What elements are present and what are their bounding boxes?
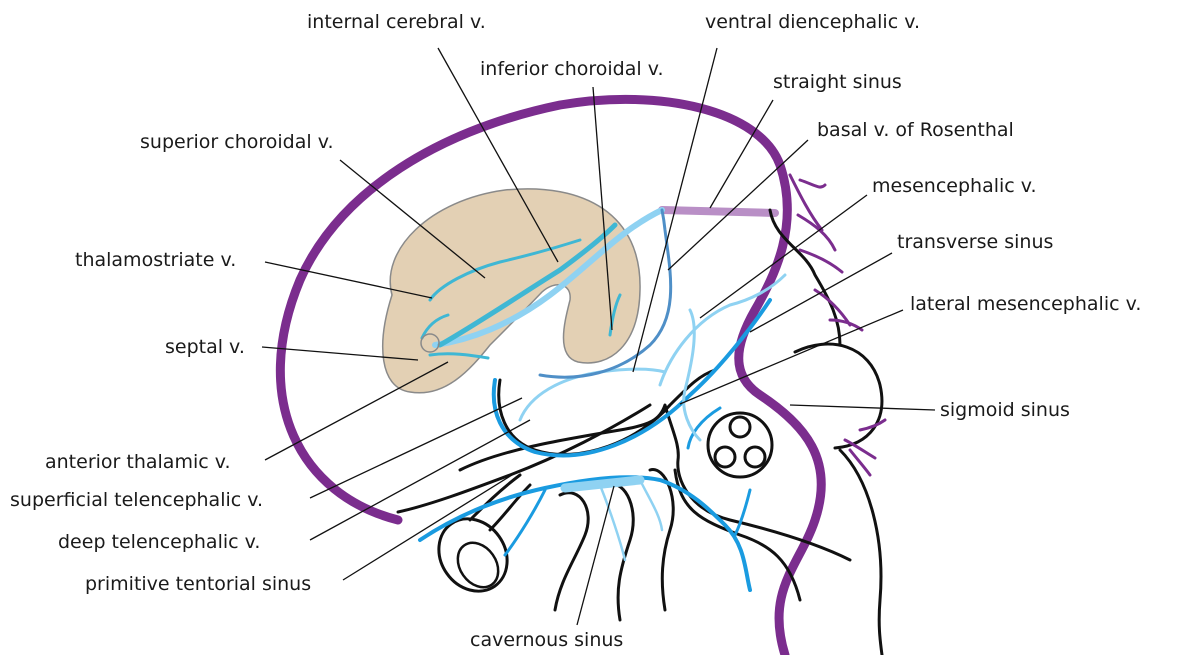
label-straight-sinus: straight sinus: [773, 71, 902, 93]
label-sigmoid-sinus: sigmoid sinus: [940, 399, 1070, 421]
label-thalamostriate: thalamostriate v.: [75, 249, 236, 271]
label-superficial-telencephalic: superficial telencephalic v.: [10, 489, 263, 511]
straight-sinus: [662, 210, 775, 213]
label-septal: septal v.: [165, 336, 245, 358]
label-basal-rosenthal: basal v. of Rosenthal: [817, 119, 1014, 141]
label-transverse-sinus: transverse sinus: [897, 231, 1053, 253]
otic-vesicles: [708, 413, 772, 477]
lateral-mesencephalic-v: [684, 310, 700, 440]
label-deep-telencephalic: deep telencephalic v.: [58, 531, 260, 553]
thalamus-shape: [383, 189, 640, 393]
label-primitive-tentorial: primitive tentorial sinus: [85, 573, 311, 595]
label-cavernous-sinus: cavernous sinus: [470, 629, 623, 651]
label-superior-choroidal: superior choroidal v.: [140, 131, 334, 153]
label-ventral-diencephalic: ventral diencephalic v.: [705, 11, 920, 33]
leader-primitive-tentorial: [343, 475, 512, 580]
diencephalon-outline: [499, 370, 715, 454]
brainstem-outline: [840, 450, 882, 655]
pharyngeal-outline-2: [610, 484, 633, 620]
mesencephalic-v: [660, 275, 785, 385]
pharyngeal-outline-1: [555, 493, 588, 610]
leader-lateral-mesencephalic: [680, 310, 903, 404]
label-internal-cerebral: internal cerebral v.: [307, 11, 486, 33]
leader-sigmoid-sinus: [790, 405, 935, 410]
pharyngeal-outline-3: [650, 470, 673, 610]
label-anterior-thalamic: anterior thalamic v.: [45, 451, 231, 473]
cavernous-branches: [600, 480, 662, 560]
eye-vessel: [505, 490, 545, 555]
label-inferior-choroidal: inferior choroidal v.: [480, 58, 664, 80]
outer-outline-lower: [398, 405, 650, 512]
label-mesencephalic: mesencephalic v.: [872, 175, 1037, 197]
label-lateral-mesencephalic: lateral mesencephalic v.: [910, 293, 1141, 315]
leader-cavernous-sinus: [577, 486, 614, 625]
